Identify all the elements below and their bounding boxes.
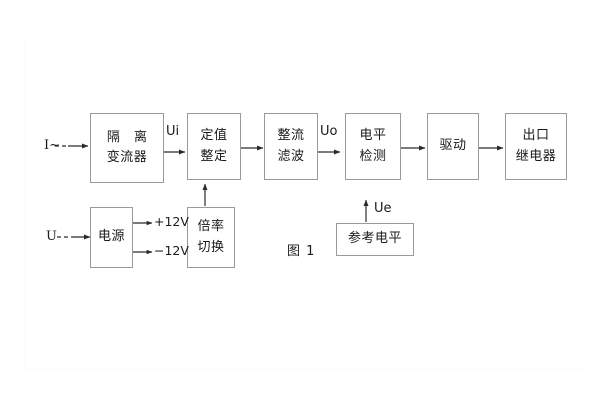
block-multiplier-switch[interactable]: 倍率 切换 <box>187 207 235 268</box>
block-reference-level[interactable]: 参考电平 <box>336 223 414 256</box>
block-setting-line2: 整定 <box>200 148 228 164</box>
block-rectify-filter-line2: 滤波 <box>277 148 305 164</box>
block-isolation-ct-line1: 隔 离 <box>106 129 153 145</box>
label-signal-ue: Ue <box>374 201 392 216</box>
block-setting-adjustment[interactable]: 定值 整定 <box>187 113 241 180</box>
block-output-relay-line1: 出口 <box>522 128 550 144</box>
block-rectify-filter-line1: 整流 <box>277 128 305 144</box>
diagram-panel-background <box>25 38 585 368</box>
figure-caption: 图 1 <box>287 244 316 259</box>
label-rail-positive: +12V <box>154 214 189 229</box>
block-output-relay[interactable]: 出口 继电器 <box>505 113 567 180</box>
block-multiplier-switch-line2: 切换 <box>197 239 225 255</box>
block-level-detect-line2: 检测 <box>359 148 387 164</box>
block-level-detection[interactable]: 电平 检测 <box>345 113 401 180</box>
block-power-supply[interactable]: 电源 <box>90 207 133 268</box>
block-drive[interactable]: 驱动 <box>427 113 479 180</box>
block-reference-level-line1: 参考电平 <box>347 231 402 247</box>
label-rail-negative: −12V <box>154 243 189 258</box>
block-level-detect-line1: 电平 <box>359 128 387 144</box>
block-isolation-current-transformer[interactable]: 隔 离 变流器 <box>90 113 164 183</box>
label-signal-ui: Ui <box>166 124 180 139</box>
block-isolation-ct-line2: 变流器 <box>106 150 148 165</box>
block-setting-line1: 定值 <box>200 128 228 144</box>
label-signal-uo: Uo <box>320 124 338 139</box>
block-multiplier-switch-line1: 倍率 <box>197 219 225 235</box>
block-power-supply-line1: 电源 <box>97 229 125 245</box>
label-current-input: I~ <box>44 138 61 153</box>
label-voltage-input: U <box>46 229 57 244</box>
block-rectify-filter[interactable]: 整流 滤波 <box>264 113 318 180</box>
block-output-relay-line2: 继电器 <box>515 148 557 164</box>
block-drive-line1: 驱动 <box>439 138 467 154</box>
